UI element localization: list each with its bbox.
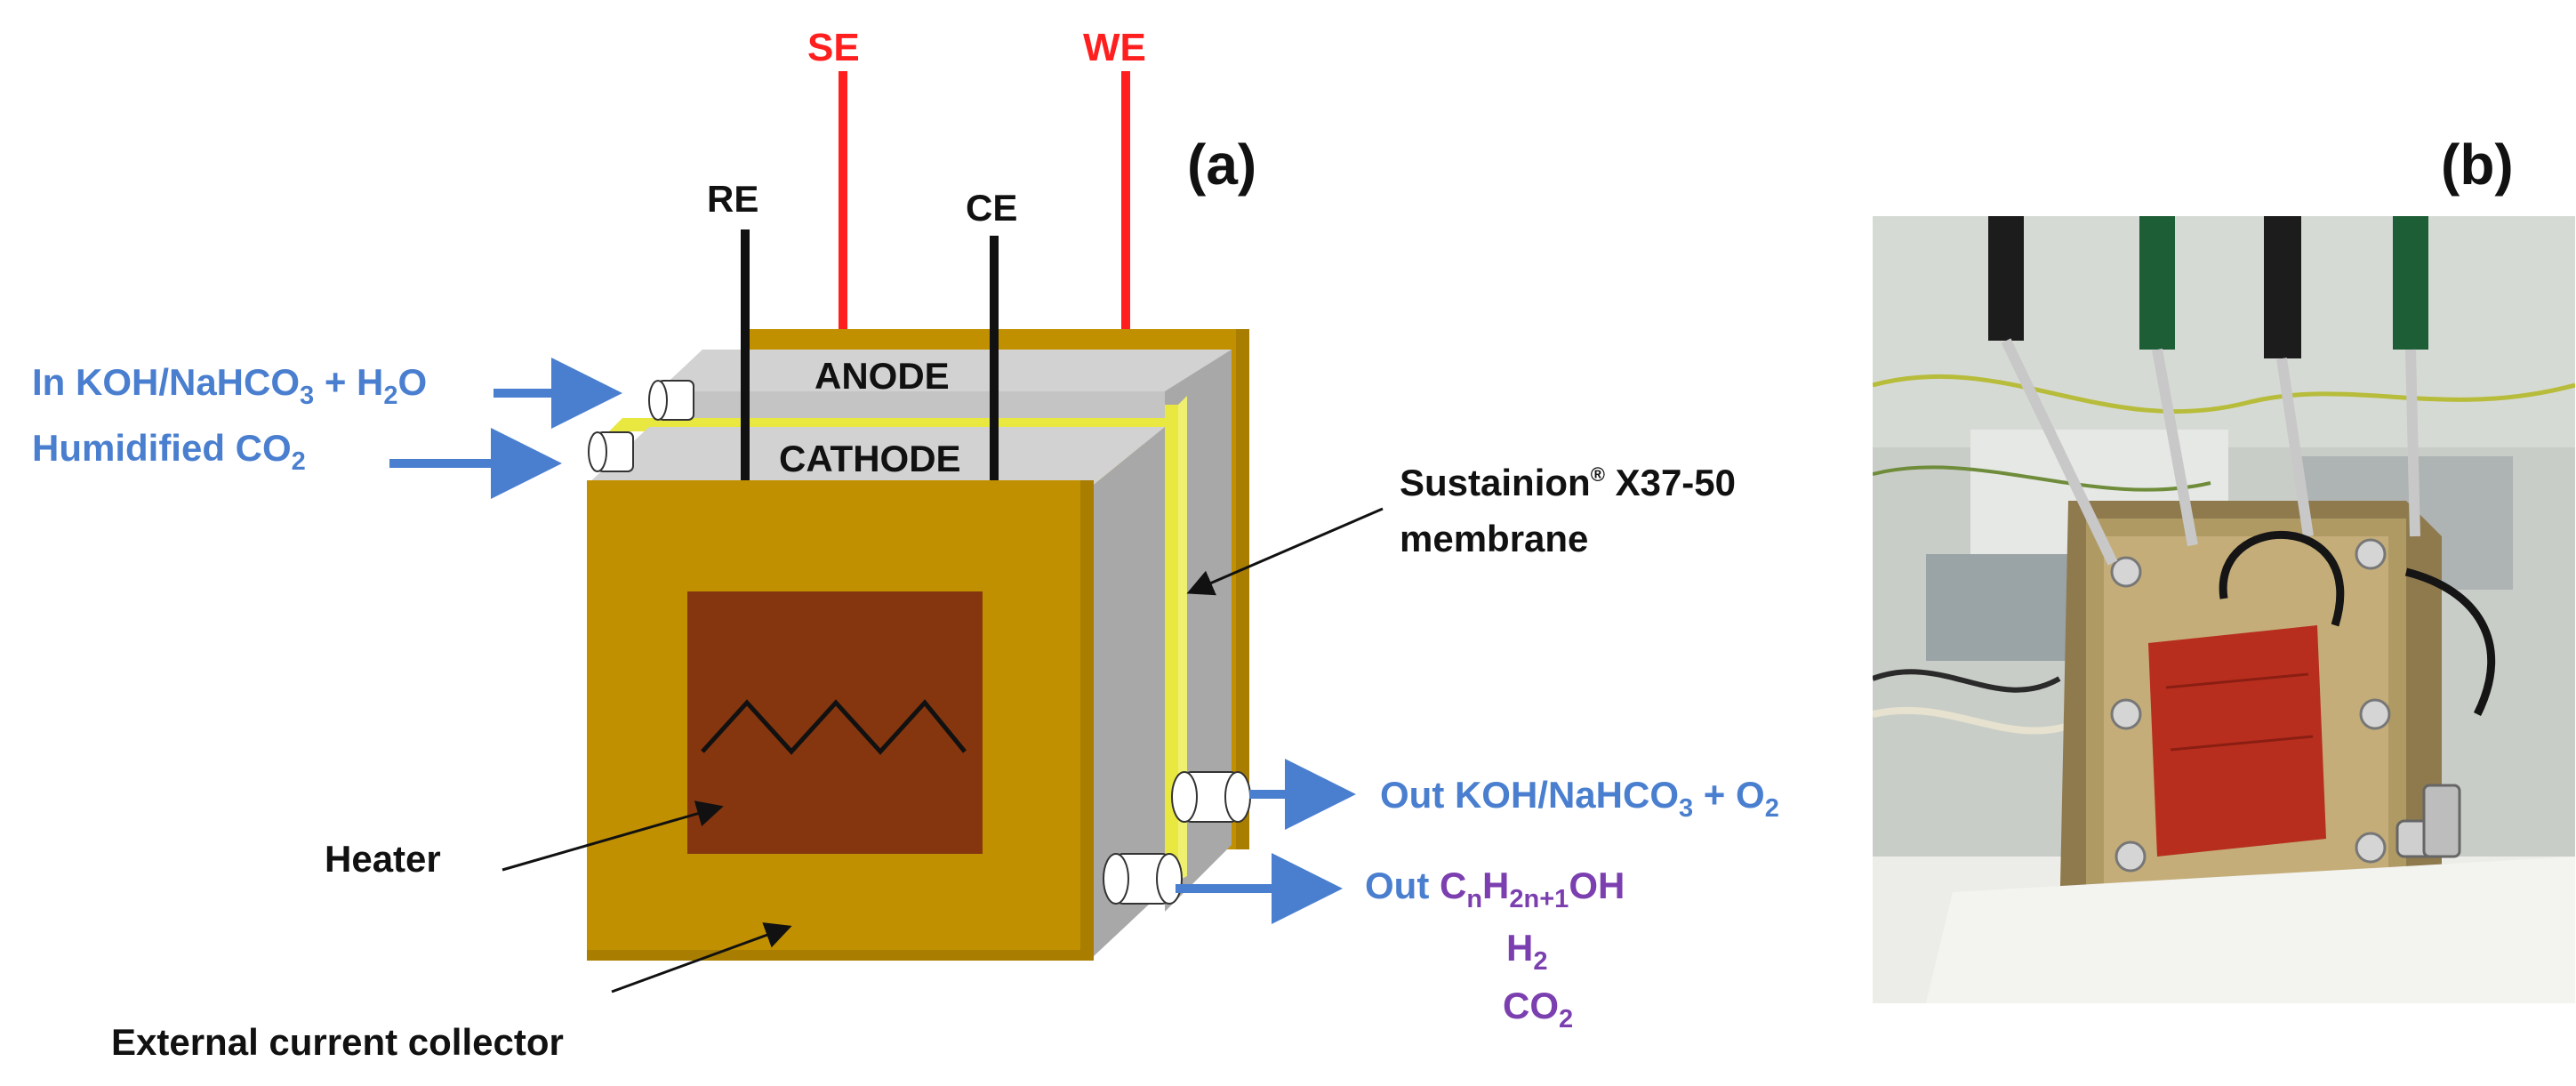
cathode-outlet-label: Out CnH2n+1OH	[1365, 865, 1625, 913]
se-label: SE	[807, 26, 860, 69]
ce-label: CE	[966, 187, 1017, 229]
co2-product-label: CO2	[1503, 985, 1573, 1034]
heater-label: Heater	[325, 838, 441, 880]
outlet-fitting-cathode	[1103, 853, 1183, 905]
cell-photo	[1873, 216, 2575, 1003]
cathode-label: CATHODE	[779, 438, 961, 479]
membrane-callout-arrow	[1186, 507, 1384, 596]
heater-coil-icon	[701, 699, 967, 755]
inlet-fitting-cathode	[588, 431, 634, 472]
we-label: WE	[1083, 26, 1146, 69]
anolyte-outlet-label: Out KOH/NaHCO3 + O2	[1380, 774, 1779, 823]
membrane-label-line2: membrane	[1400, 518, 1588, 559]
outlet-fitting-anode	[1171, 771, 1251, 823]
h2-product-label: H2	[1506, 927, 1547, 976]
heater	[687, 591, 983, 854]
collector-callout-arrow	[611, 922, 792, 993]
anode-label: ANODE	[815, 355, 950, 397]
cathode-plate	[587, 427, 1165, 956]
re-label: RE	[707, 178, 758, 220]
membrane-label-line1: Sustainion® X37-50	[1400, 462, 1736, 503]
inlet-fitting-anode	[648, 380, 694, 421]
collector-label: External current collector	[111, 1021, 564, 1063]
panel-a-label: (a)	[1187, 133, 1256, 197]
heater-callout-arrow	[502, 800, 724, 872]
anolyte-inlet-label: In KOH/NaHCO3 + H2O	[32, 361, 427, 410]
panel-b-label: (b)	[2441, 133, 2514, 197]
co2-inlet-label: Humidified CO2	[32, 427, 306, 476]
